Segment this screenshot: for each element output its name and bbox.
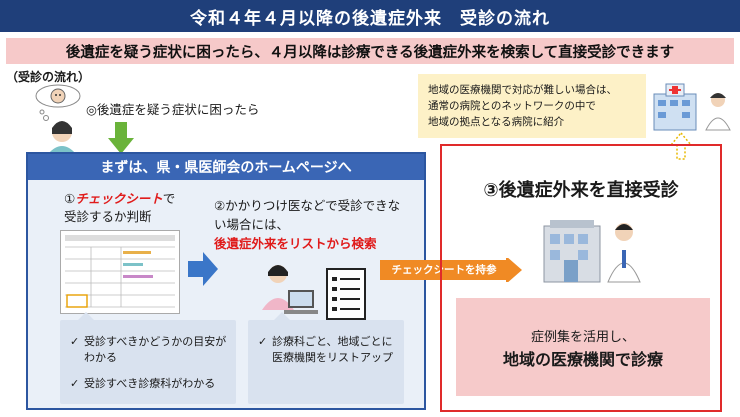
down-arrow-icon: [108, 122, 134, 154]
step2-text: ②かかりつけ医などで受診できな い場合には、 後遺症外来をリストから検索: [214, 196, 424, 253]
step2-line2: い場合には、: [214, 217, 290, 232]
note-line: 地域の拠点となる病院に紹介: [428, 116, 565, 128]
person-at-computer-icon: [262, 265, 318, 314]
hospital-icon: [653, 83, 731, 131]
direct-visit-panel: [440, 144, 722, 412]
flow-label: （受診の流れ）: [6, 70, 91, 84]
list-icon: [326, 268, 366, 320]
panel-header: まずは、県・県医師会のホームページへ: [28, 154, 424, 180]
result-line2: 地域の医療機関で診療: [502, 350, 663, 369]
carry-checksheet-arrow: [380, 258, 522, 282]
page-title: 令和４年４月以降の後遺症外来 受診の流れ: [0, 0, 740, 32]
check-item: ✓診療科ごと、地域ごとに医療機関をリストアップ: [258, 335, 393, 364]
check-list-1: ✓受診すべきかどうかの目安がわかる ✓受診すべき診療科がわかる: [60, 320, 236, 404]
step1-text: ①チェックシートで 受診するか判断: [64, 190, 224, 226]
note-line: 通常の病院とのネットワークの中で: [428, 100, 596, 112]
pointer-icon: [272, 312, 292, 322]
symptom-text: ◎後遺症を疑う症状に困ったら: [86, 102, 260, 117]
check-item: ✓受診すべき診療科がわかる: [70, 377, 216, 390]
step1-num: ①: [64, 191, 76, 206]
result-box: [456, 298, 710, 396]
check-item: ✓受診すべきかどうかの目安がわかる: [70, 335, 227, 364]
step1-line2: 受診するか判断: [64, 209, 152, 224]
banner: 後遺症を疑う症状に困ったら、４月以降は診療できる後遺症外来を検索して直接受診でき…: [6, 38, 734, 64]
pointer-icon: [76, 312, 96, 322]
referral-note: 地域の医療機関で対応が難しい場合は、 通常の病院とのネットワークの中で 地域の拠…: [418, 74, 646, 138]
clinic-doctor-icon: [543, 220, 641, 283]
arrow-label: チェックシートを持参: [391, 264, 497, 276]
check-list-2: ✓診療科ごと、地域ごとに医療機関をリストアップ: [248, 320, 404, 404]
right-arrow-icon: [188, 252, 218, 286]
step1-checksheet: チェックシート: [75, 191, 163, 206]
direct-visit-title: ③後遺症外来を直接受診: [483, 180, 679, 201]
checksheet-image: [60, 230, 180, 314]
worried-person-icon: [35, 84, 81, 154]
step1-rest: で: [162, 191, 176, 206]
note-line: 地域の医療機関で対応が難しい場合は、: [428, 84, 617, 96]
step2-red: 後遺症外来をリストから検索: [214, 236, 377, 251]
result-line1: 症例集を活用し、: [530, 330, 635, 345]
step2-line1: ②かかりつけ医などで受診できな: [214, 198, 401, 213]
